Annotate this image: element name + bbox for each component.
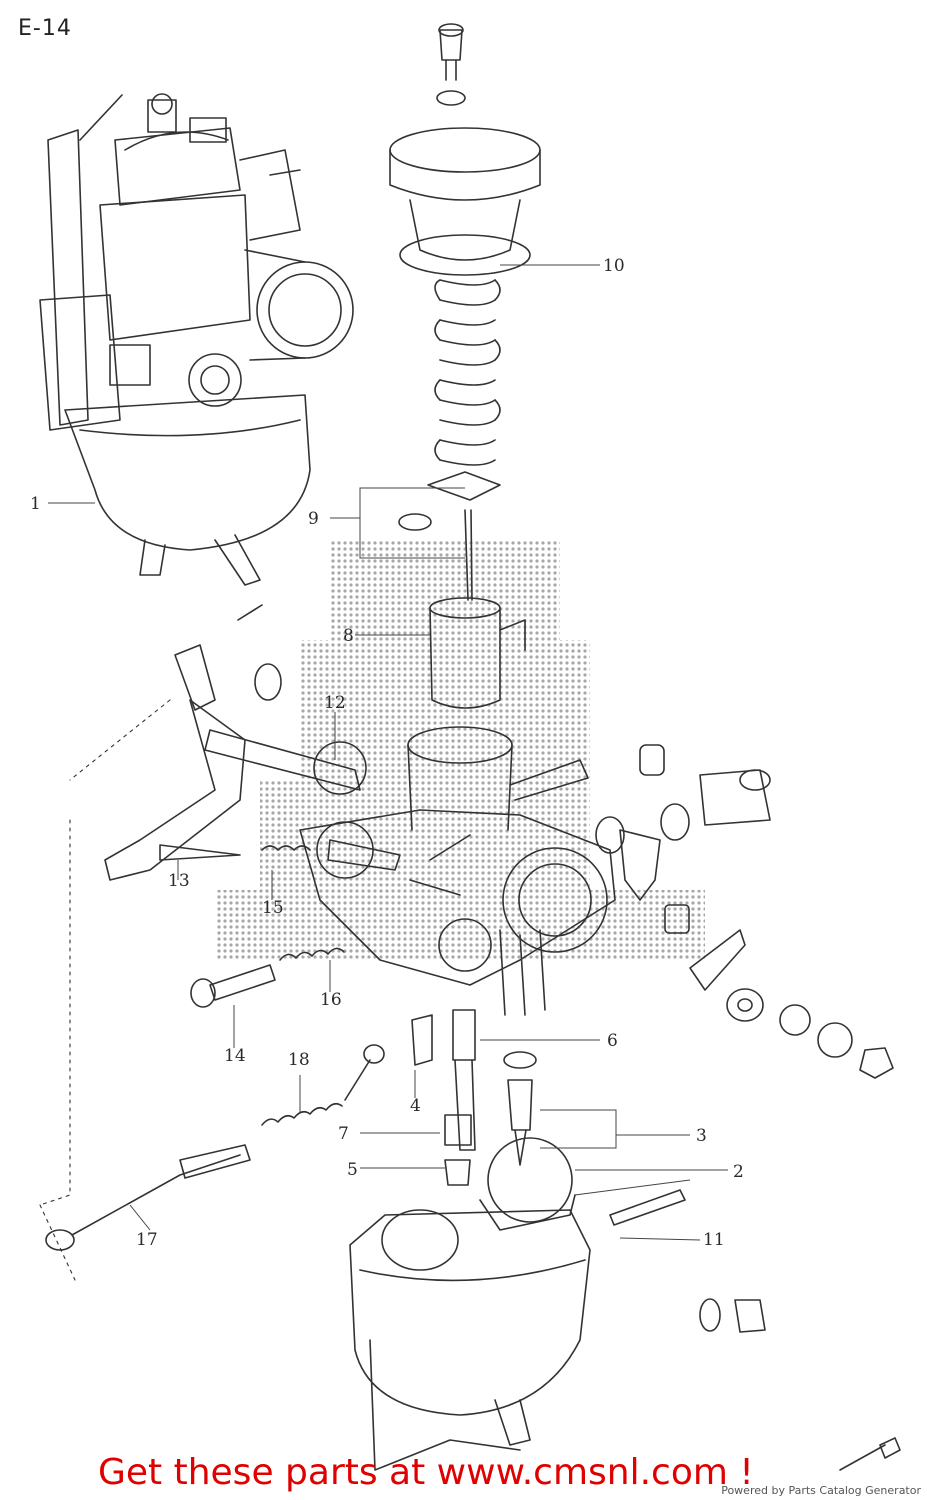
guide-lines — [39, 699, 171, 1281]
callout-16: 16 — [320, 990, 342, 1010]
callout-5: 5 — [347, 1160, 358, 1180]
drain-screw — [699, 1298, 766, 1333]
throttle-valve — [429, 597, 526, 709]
leader-lines — [48, 264, 728, 1241]
callout-6: 6 — [607, 1031, 618, 1051]
callout-9: 9 — [308, 509, 319, 529]
top-adjust-screw — [436, 23, 466, 106]
callout-4: 4 — [410, 1096, 421, 1116]
generator-credit: Powered by Parts Catalog Generator — [721, 1484, 921, 1497]
idle-screw — [190, 947, 345, 1008]
callout-18: 18 — [288, 1050, 310, 1070]
callout-2: 2 — [733, 1162, 744, 1182]
top-cap-and-spring — [389, 127, 541, 501]
callout-7: 7 — [338, 1124, 349, 1144]
callout-17: 17 — [136, 1230, 158, 1250]
right-side-fittings — [595, 744, 894, 1079]
callout-3: 3 — [696, 1126, 707, 1146]
assembled-carburetor — [39, 93, 354, 586]
callout-14: 14 — [224, 1046, 246, 1066]
float — [479, 1137, 576, 1231]
callout-15: 15 — [262, 898, 284, 918]
callout-10: 10 — [603, 256, 625, 276]
callout-12: 12 — [324, 693, 346, 713]
float-pin — [609, 1189, 686, 1226]
halftone-watermark — [215, 540, 705, 960]
callout-11: 11 — [703, 1230, 725, 1250]
callout-1: 1 — [30, 494, 41, 514]
carburetor-body — [299, 726, 616, 1016]
pilot-screw — [159, 839, 401, 871]
callout-8: 8 — [343, 626, 354, 646]
throttle-lever — [104, 604, 367, 881]
needle-and-clip — [398, 509, 473, 601]
float-bowl — [349, 1209, 901, 1471]
callout-13: 13 — [168, 871, 190, 891]
page-code: E-14 — [18, 16, 72, 41]
throttle-cable-rod — [45, 1044, 385, 1251]
jets — [411, 1009, 537, 1186]
promo-link[interactable]: Get these parts at www.cmsnl.com ! — [98, 1452, 754, 1493]
